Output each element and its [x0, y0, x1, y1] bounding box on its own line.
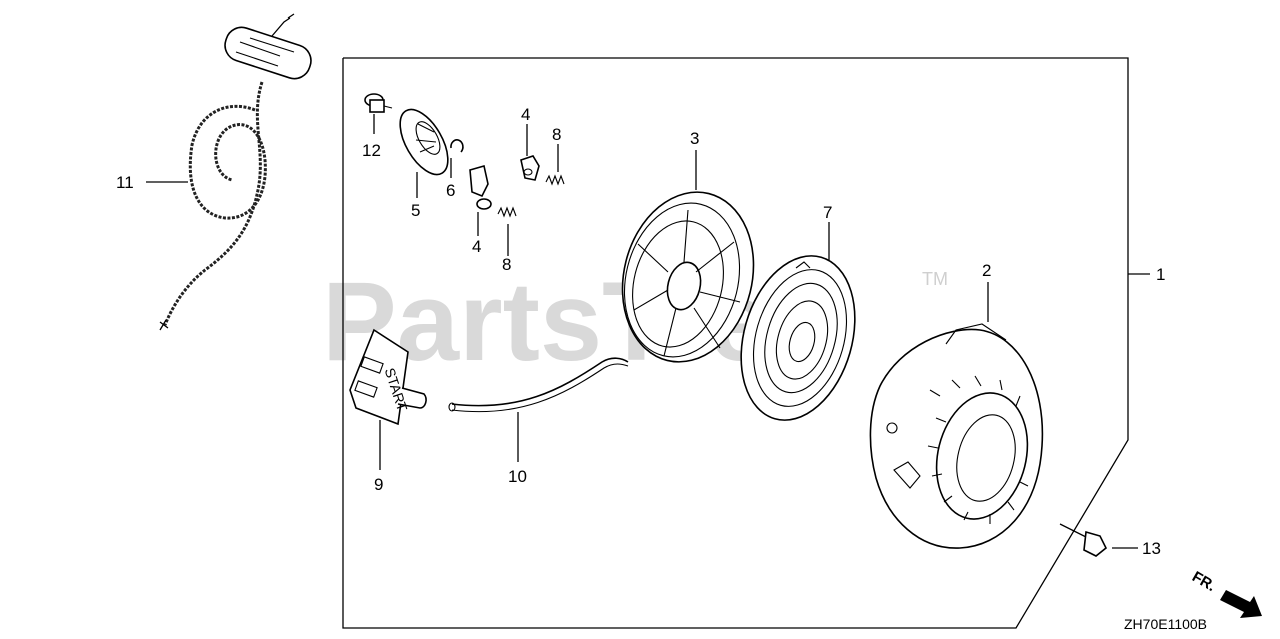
- part-10-starter-rope: [448, 357, 629, 413]
- callouts: 1 2 3 4 4 5 6 7 8 8 9 10 11 12 13: [116, 105, 1165, 558]
- callout-6: 6: [446, 181, 455, 200]
- callout-4-upper: 4: [521, 105, 530, 124]
- diagram-code: ZH70E1100B: [1124, 616, 1207, 632]
- part-8-spring-lower: [497, 206, 517, 218]
- callout-13: 13: [1142, 539, 1161, 558]
- part-7-recoil-spring: [740, 255, 856, 421]
- assembly-boundary: [342, 57, 1129, 629]
- part-11-rope-with-handle: [159, 13, 312, 331]
- callout-12: 12: [362, 141, 381, 160]
- part-3-reel: [621, 191, 755, 363]
- callout-10: 10: [508, 467, 527, 486]
- part-4-ratchet-pawl-lower: [469, 164, 492, 210]
- callout-7: 7: [823, 203, 832, 222]
- part-4-ratchet-pawl-upper: [520, 155, 540, 181]
- part-5-ratchet-plate: [399, 108, 449, 176]
- part-2-starter-case: [869, 323, 1044, 549]
- watermark-trademark: TM: [922, 269, 948, 289]
- callout-5: 5: [411, 201, 420, 220]
- callout-3: 3: [690, 129, 699, 148]
- callout-11: 11: [116, 173, 134, 192]
- callout-2: 2: [982, 261, 991, 280]
- callout-4-lower: 4: [472, 237, 481, 256]
- callout-1: 1: [1156, 265, 1165, 284]
- part-13-flange-bolt: [1059, 523, 1108, 557]
- direction-marker: FR.: [1189, 568, 1262, 618]
- part-12-bolt: [364, 93, 393, 113]
- leader-lines: [146, 114, 1150, 549]
- callout-9: 9: [374, 475, 383, 494]
- part-9-start-grip: START: [349, 328, 427, 426]
- direction-fr-label: FR.: [1189, 568, 1218, 595]
- front-arrow-icon: [1220, 590, 1262, 618]
- callout-8-upper: 8: [552, 125, 561, 144]
- part-8-spring-upper: [545, 174, 565, 186]
- callout-8-lower: 8: [502, 255, 511, 274]
- part-6-clip: [450, 139, 464, 153]
